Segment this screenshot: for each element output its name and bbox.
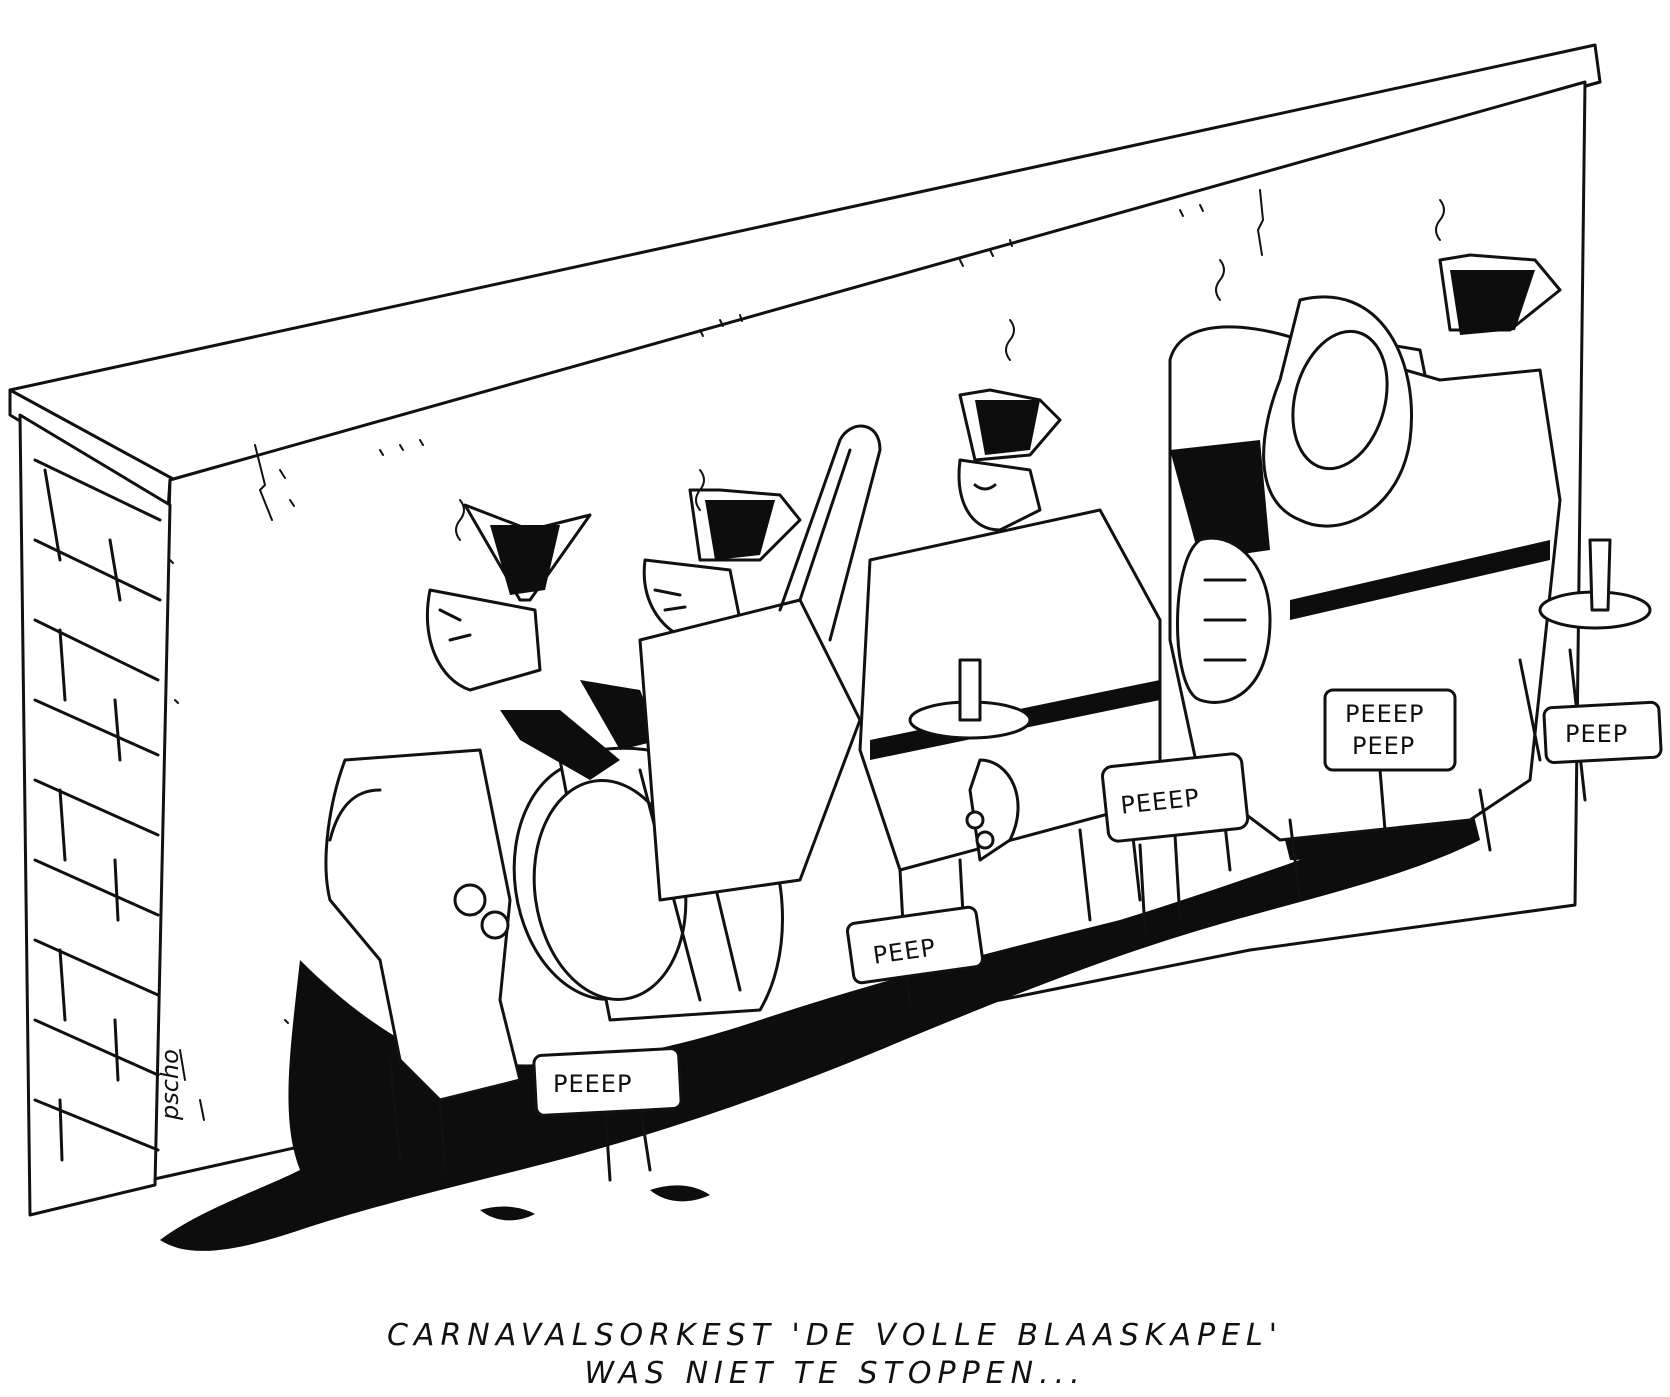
caption-line-2: WAS NIET TE STOPPEN...	[584, 1356, 1086, 1391]
trumpet-right	[1518, 538, 1652, 762]
brick-pillar	[18, 413, 172, 1217]
sign-2: PEEP	[845, 905, 985, 1007]
caption-line-1: CARNAVALSORKEST 'DE VOLLE BLAASKAPEL'	[386, 1318, 1284, 1353]
artist-signature: pscho	[156, 1049, 184, 1121]
sign-1: PEEEP	[532, 1047, 683, 1182]
band-member-2	[638, 469, 862, 902]
band-member-4	[1168, 199, 1562, 902]
band-member-1	[324, 499, 592, 1172]
trumpet	[908, 658, 1032, 862]
sign-1-text: PEEEP	[553, 1070, 632, 1098]
sign-6-text: PEEP	[1565, 720, 1628, 748]
sign-3: PEEEP	[1101, 752, 1250, 932]
sign-6: PEEP	[1542, 700, 1663, 802]
trombone	[778, 424, 882, 642]
sign-5-text: PEEP	[1352, 732, 1415, 760]
sign-4-text: PEEEP	[1345, 700, 1424, 728]
sign-4-stack: PEEEP PEEP	[1323, 688, 1457, 832]
